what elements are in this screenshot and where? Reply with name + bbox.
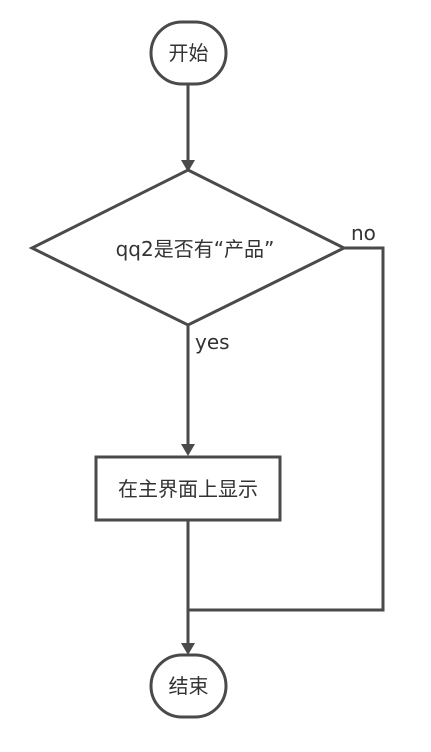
edge-process-to-end: [181, 520, 195, 655]
decision-node: qq2是否有“产品”: [28, 168, 348, 327]
edge-decision-to-process: yes: [181, 325, 230, 456]
process-label: 在主界面上显示: [118, 477, 258, 501]
edge-decision-to-end: no: [188, 221, 385, 612]
start-label: 开始: [169, 41, 209, 65]
process-node: 在主界面上显示: [94, 455, 282, 522]
decision-label: qq2是否有“产品”: [116, 237, 275, 261]
start-node: 开始: [149, 20, 228, 86]
no-label: no: [351, 221, 376, 245]
end-label: 结束: [169, 674, 209, 698]
edge-start-to-decision: [181, 83, 195, 172]
end-node: 结束: [149, 653, 228, 719]
yes-label: yes: [195, 330, 230, 354]
